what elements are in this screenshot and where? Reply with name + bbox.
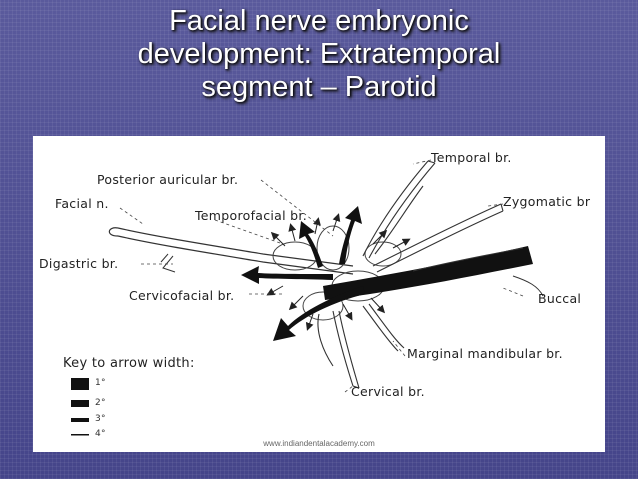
- key-title: Key to arrow width:: [63, 356, 195, 371]
- lower-branches: [317, 303, 405, 389]
- bottom-background: [0, 452, 638, 479]
- buccal-branch: [323, 246, 544, 300]
- small-branches: [160, 253, 176, 273]
- zygomatic-branch: [372, 203, 504, 273]
- label-digastric: Digastric br.: [39, 256, 119, 271]
- label-cervical: Cervical br.: [351, 384, 425, 399]
- temporal-branch: [362, 160, 436, 259]
- minor-arrows: [266, 213, 411, 331]
- label-buccal: Buccal: [538, 291, 582, 306]
- label-posterior-auricular: Posterior auricular br.: [97, 172, 239, 187]
- key-item-3: 3°: [95, 414, 106, 424]
- label-facial-n: Facial n.: [55, 196, 109, 211]
- label-temporal: Temporal br.: [431, 150, 512, 165]
- leader-lines: [119, 159, 524, 393]
- label-marginal-mandibular: Marginal mandibular br.: [407, 346, 563, 361]
- key-item-2: 2°: [95, 398, 106, 408]
- title-line-1: Facial nerve embryonic: [169, 5, 469, 37]
- label-cervicofacial: Cervicofacial br.: [129, 288, 235, 303]
- title-line-2: development: Extratemporal: [137, 38, 501, 70]
- title-line-3: segment – Parotid: [201, 71, 437, 103]
- nerve-drawing: [71, 159, 544, 436]
- label-zygomatic: Zygomatic br: [503, 194, 591, 209]
- credit-url: www.indiandentalacademy.com: [263, 439, 375, 448]
- key-item-1: 1°: [95, 378, 106, 388]
- nerve-diagram: Temporal br. Posterior auricular br. Zyg…: [33, 136, 605, 452]
- slide-title: Facial nerve embryonic development: Extr…: [0, 0, 638, 104]
- parotid-outline: [272, 225, 402, 321]
- arrow-width-key: [71, 378, 89, 436]
- label-temporofacial: Temporofacial br.: [195, 208, 307, 223]
- key-item-4: 4°: [95, 429, 106, 439]
- primary-arrows: [241, 206, 365, 341]
